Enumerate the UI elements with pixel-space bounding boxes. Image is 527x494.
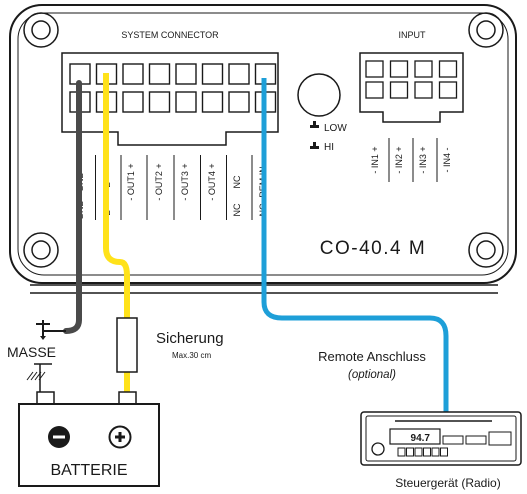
- connector-pins: [69, 63, 277, 113]
- radio-preset-button: [431, 447, 440, 457]
- connector-pin: [122, 63, 144, 85]
- input-pin: [365, 60, 384, 78]
- input-pin-labels: - IN1 + - IN2 + - IN3 + - IN4 -: [370, 138, 452, 182]
- connector-pin: [201, 63, 224, 85]
- fuse: Sicherung Max.30 cm: [116, 317, 224, 373]
- input-pins: [365, 60, 458, 99]
- input-pin: [389, 60, 409, 78]
- radio-head-unit: 94.7 Steuergerät (Radio): [360, 411, 522, 490]
- radio-preset-button: [423, 447, 431, 457]
- input-pin: [438, 60, 458, 78]
- mount-hole-top-right: [468, 12, 504, 48]
- pin-label-top: - OUT1 +: [126, 163, 136, 200]
- fuse-label: Sicherung: [156, 330, 224, 347]
- pin-label-top: NC: [232, 175, 242, 188]
- switch-hi-label: HI: [324, 142, 334, 153]
- radio-preset-button: [406, 447, 414, 457]
- connector-pin: [148, 63, 171, 85]
- input-pin-label: - IN2 +: [394, 146, 404, 173]
- battery: BATTERIE: [18, 391, 160, 487]
- radio-preset-button: [414, 447, 423, 457]
- pin-label-top: - OUT4 +: [207, 163, 217, 200]
- ground-point: MASSE: [7, 320, 66, 395]
- gain-knob[interactable]: [297, 73, 341, 117]
- radio-display-text: 94.7: [411, 433, 431, 444]
- connector-pin: [175, 91, 197, 113]
- connector-pin: [122, 91, 144, 113]
- input-pin: [414, 60, 433, 78]
- input-pin: [365, 81, 384, 99]
- system-connector: [61, 52, 279, 146]
- pin-label-top: - OUT3 +: [180, 163, 190, 200]
- connector-pin: [148, 91, 171, 113]
- mount-hole-bottom-left: [23, 232, 59, 268]
- radio-preset-buttons: [397, 447, 448, 457]
- mount-hole-top-left: [23, 12, 59, 48]
- input-pin-label: - IN1 +: [370, 146, 380, 173]
- system-connector-label: SYSTEM CONNECTOR: [121, 30, 219, 40]
- input-pin-label: - IN3 +: [418, 146, 428, 173]
- radio-knob: [371, 442, 385, 456]
- input-label: INPUT: [399, 30, 427, 40]
- connector-pin: [228, 63, 250, 85]
- radio-label: Steuergerät (Radio): [395, 476, 500, 490]
- input-pin-label: - IN4 -: [442, 147, 452, 172]
- wires: [63, 73, 449, 412]
- mount-hole-bottom-right: [468, 232, 504, 268]
- ground-wire: [63, 80, 82, 334]
- radio-preset-button: [440, 447, 448, 457]
- radio-preset-button: [397, 447, 406, 457]
- bplus-wire: [103, 73, 130, 318]
- battery-label: BATTERIE: [50, 462, 127, 479]
- input-pin: [438, 81, 458, 99]
- connector-pin: [175, 63, 197, 85]
- low-hi-switch[interactable]: LOW HI: [310, 121, 347, 153]
- connector-pin: [228, 91, 250, 113]
- radio-display: [389, 428, 441, 445]
- switch-low-label: LOW: [324, 123, 347, 134]
- remote-label: Remote Anschluss: [318, 349, 426, 364]
- input-connector: [359, 52, 464, 123]
- fuse-note: Max.30 cm: [172, 351, 211, 360]
- pin-label-bottom: NC: [232, 203, 242, 216]
- connector-pin: [201, 91, 224, 113]
- input-pin: [414, 81, 433, 99]
- pin-label-top: - OUT2 +: [154, 163, 164, 200]
- remote-wire: [261, 78, 449, 412]
- ground-label: MASSE: [7, 344, 56, 360]
- model-label: CO-40.4 M: [320, 238, 426, 259]
- input-pin: [389, 81, 409, 99]
- remote-note: (optional): [348, 369, 396, 381]
- ground-hatch: [26, 371, 46, 381]
